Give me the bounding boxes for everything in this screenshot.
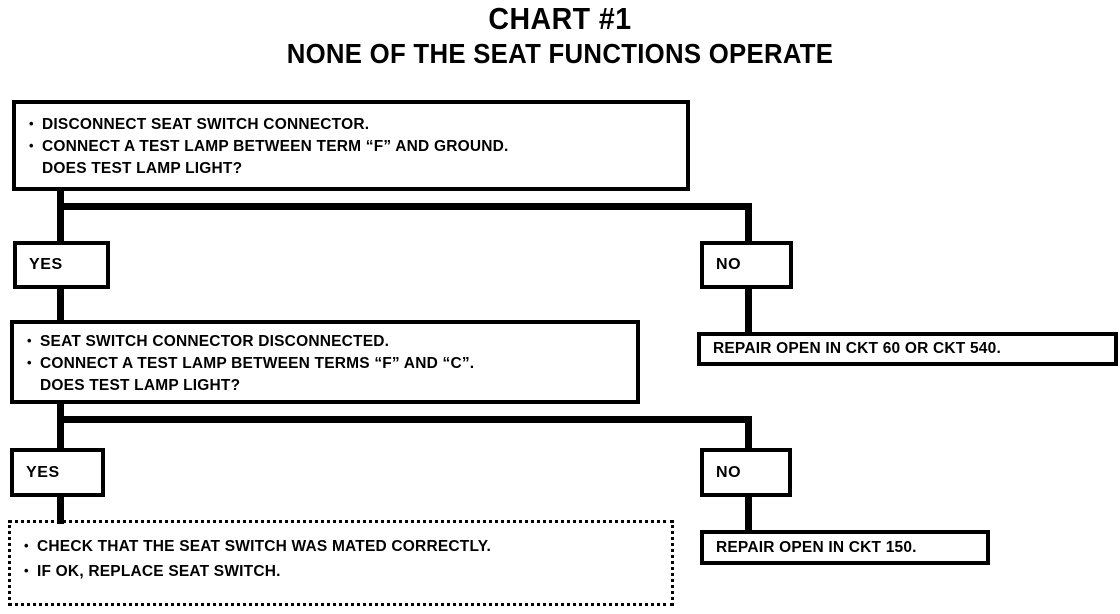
branch-label-yes-1[interactable]: YES — [13, 241, 110, 289]
question-box-2: SEAT SWITCH CONNECTOR DISCONNECTED. CONN… — [10, 320, 640, 404]
chart-title-main: CHART #1 — [488, 1, 632, 36]
repair-box-2-text: REPAIR OPEN IN CKT 150. — [716, 538, 917, 556]
branch-label-no-2[interactable]: NO — [700, 448, 792, 497]
connector-branch2-horizontal — [57, 416, 752, 423]
connector-branch2-to-yes — [57, 416, 64, 454]
branch-label-yes-2-text: YES — [26, 463, 60, 481]
branch-label-yes-1-text: YES — [29, 256, 63, 273]
question-1-line-1: DISCONNECT SEAT SWITCH CONNECTOR. — [29, 113, 686, 136]
chart-title-sub: NONE OF THE SEAT FUNCTIONS OPERATE — [286, 38, 834, 69]
connector-no2-to-repair2 — [745, 494, 752, 534]
final-action-line-2: IF OK, REPLACE SEAT SWITCH. — [24, 558, 671, 584]
page-title: CHART #1 NONE OF THE SEAT FUNCTIONS OPER… — [0, 2, 1120, 70]
question-1-line-3: DOES TEST LAMP LIGHT? — [42, 160, 243, 177]
branch-label-no-2-text: NO — [716, 463, 742, 481]
connector-branch1-to-no — [745, 203, 752, 245]
connector-yes1-to-q2 — [57, 286, 64, 324]
repair-box-2: REPAIR OPEN IN CKT 150. — [700, 530, 990, 565]
final-action-box: CHECK THAT THE SEAT SWITCH WAS MATED COR… — [8, 520, 674, 606]
branch-label-no-1[interactable]: NO — [700, 241, 793, 289]
connector-branch1-horizontal — [57, 203, 752, 210]
branch-label-yes-2[interactable]: YES — [10, 448, 105, 497]
connector-branch1-to-yes — [57, 203, 64, 245]
question-1-line-2: CONNECT A TEST LAMP BETWEEN TERM “F” AND… — [29, 135, 686, 158]
question-2-line-1: SEAT SWITCH CONNECTOR DISCONNECTED. — [27, 330, 636, 353]
repair-box-1: REPAIR OPEN IN CKT 60 OR CKT 540. — [697, 332, 1118, 366]
connector-no1-to-repair1 — [745, 286, 752, 336]
final-action-line-1: CHECK THAT THE SEAT SWITCH WAS MATED COR… — [24, 533, 671, 559]
connector-yes2-to-final — [57, 494, 64, 524]
connector-branch2-to-no — [745, 416, 752, 454]
question-2-line-2: CONNECT A TEST LAMP BETWEEN TERMS “F” AN… — [27, 352, 636, 375]
question-2-line-3: DOES TEST LAMP LIGHT? — [40, 377, 241, 394]
connector-q2-down — [57, 401, 64, 423]
branch-label-no-1-text: NO — [716, 256, 742, 273]
question-box-1: DISCONNECT SEAT SWITCH CONNECTOR. CONNEC… — [12, 100, 690, 191]
final-action-lines: CHECK THAT THE SEAT SWITCH WAS MATED COR… — [24, 533, 671, 584]
repair-box-1-text: REPAIR OPEN IN CKT 60 OR CKT 540. — [713, 340, 1001, 357]
connector-q1-down — [57, 188, 64, 210]
question-box-2-lines: SEAT SWITCH CONNECTOR DISCONNECTED. CONN… — [27, 330, 636, 397]
question-box-1-lines: DISCONNECT SEAT SWITCH CONNECTOR. CONNEC… — [29, 113, 686, 180]
